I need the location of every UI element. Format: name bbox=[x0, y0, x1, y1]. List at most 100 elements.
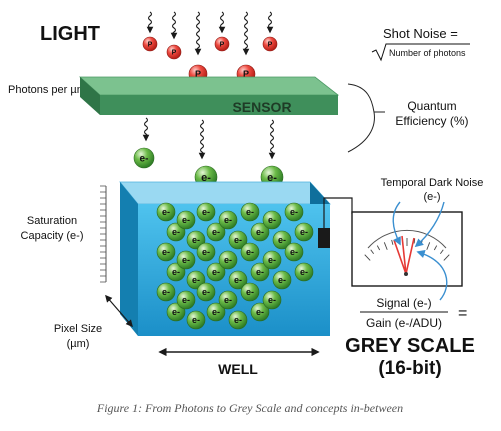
saturation-capacity-line1: Saturation bbox=[27, 215, 77, 227]
stored-electron-7-circle bbox=[176, 210, 196, 230]
meter-ticks bbox=[364, 238, 450, 261]
stored-electron-30-label: e- bbox=[256, 307, 264, 317]
shot-noise-lhs: Shot Noise = bbox=[383, 26, 458, 41]
fraction-denominator: Gain (e-/ADU) bbox=[366, 316, 442, 330]
pixel-size-arrow bbox=[105, 294, 133, 328]
stored-electron-12-label: e- bbox=[192, 315, 200, 325]
stored-electron-20: e- bbox=[228, 230, 248, 250]
stored-electron-29: e- bbox=[240, 282, 260, 302]
dark-noise-arrow-1 bbox=[392, 201, 401, 246]
stored-electron-30: e- bbox=[250, 302, 270, 322]
meter-tick bbox=[443, 254, 450, 261]
stored-electron-11: e- bbox=[176, 290, 196, 310]
stored-electron-9: e- bbox=[176, 250, 196, 270]
stored-electron-14-label: e- bbox=[212, 227, 220, 237]
pixel-size-line2: (µm) bbox=[67, 338, 90, 350]
stored-electron-21-label: e- bbox=[224, 255, 232, 265]
quantum-efficiency-line1: Quantum bbox=[407, 99, 456, 113]
meter-needle-1 bbox=[393, 239, 407, 275]
photon-4-label: P bbox=[268, 41, 273, 48]
emitted-electron-1-label: e- bbox=[140, 154, 149, 165]
stored-electron-10: e- bbox=[186, 270, 206, 290]
stored-electron-6: e- bbox=[166, 302, 186, 322]
emitted-electron-2-label: e- bbox=[201, 172, 211, 184]
stored-electron-28: e- bbox=[250, 262, 270, 282]
stored-electron-34-circle bbox=[272, 270, 292, 290]
sensor-top-face bbox=[78, 76, 340, 96]
stored-electron-24: e- bbox=[228, 310, 248, 330]
meter-tick bbox=[364, 254, 371, 261]
stored-electron-36-circle bbox=[284, 202, 304, 222]
shot-noise-radicand: Number of photons bbox=[389, 48, 466, 58]
stored-electron-29-circle bbox=[240, 282, 260, 302]
sensor-label: SENSOR bbox=[232, 99, 291, 115]
stored-electron-19-circle bbox=[218, 210, 238, 230]
stored-electron-11-label: e- bbox=[182, 295, 190, 305]
stored-electron-18-label: e- bbox=[212, 307, 220, 317]
stored-electron-7: e- bbox=[176, 210, 196, 230]
stored-electron-39-label: e- bbox=[300, 267, 308, 277]
meter-tick bbox=[370, 249, 375, 255]
stored-electron-24-label: e- bbox=[234, 315, 242, 325]
stored-electron-9-label: e- bbox=[182, 255, 190, 265]
quantum-efficiency-line2: Efficiency (%) bbox=[395, 114, 468, 128]
meter-scale-arc bbox=[367, 229, 447, 249]
stored-electron-13-circle bbox=[196, 202, 216, 222]
stored-electron-16-circle bbox=[206, 262, 226, 282]
stored-electron-4: e- bbox=[166, 262, 186, 282]
dark-noise-arrow-3 bbox=[416, 250, 448, 301]
photon-path-2 bbox=[170, 11, 178, 40]
stored-electron-16-label: e- bbox=[212, 267, 220, 277]
photon-path-3 bbox=[194, 11, 202, 56]
stored-electron-27: e- bbox=[240, 242, 260, 262]
photon-1: P bbox=[142, 36, 158, 52]
photon-path-1 bbox=[146, 11, 154, 34]
stored-electron-22-circle bbox=[228, 270, 248, 290]
stored-electron-38: e- bbox=[284, 242, 304, 262]
photon-3: P bbox=[214, 36, 230, 52]
temporal-dark-noise-line2: (e-) bbox=[423, 191, 440, 203]
stored-electron-18: e- bbox=[206, 302, 226, 322]
stored-electron-3-label: e- bbox=[162, 247, 170, 257]
photon-path-6 bbox=[266, 11, 274, 34]
shot-noise-formula: Shot Noise = Number of photons bbox=[371, 26, 470, 62]
meter-needle-2 bbox=[401, 235, 407, 275]
stored-electron-32-circle bbox=[272, 230, 292, 250]
photon-path-5 bbox=[242, 11, 250, 56]
stored-electron-3-circle bbox=[156, 242, 176, 262]
meter-needle-3 bbox=[405, 237, 415, 275]
stored-electron-24-circle bbox=[228, 310, 248, 330]
stored-electron-1-circle bbox=[156, 202, 176, 222]
stored-electron-1: e- bbox=[156, 202, 176, 222]
electron-path-1 bbox=[142, 117, 150, 142]
stored-electron-33: e- bbox=[262, 250, 282, 270]
stored-electron-14-circle bbox=[206, 222, 226, 242]
photon-2-circle bbox=[166, 44, 182, 60]
stored-electron-32: e- bbox=[272, 230, 292, 250]
stored-electron-28-circle bbox=[250, 262, 270, 282]
stored-electron-32-label: e- bbox=[278, 235, 286, 245]
stored-electron-26-label: e- bbox=[256, 227, 264, 237]
meter-tick bbox=[413, 238, 416, 244]
sensor-slab: SENSOR bbox=[78, 76, 340, 115]
emitted-electron-3-label: e- bbox=[267, 172, 277, 184]
stored-electron-3: e- bbox=[156, 242, 176, 262]
stored-electron-2: e- bbox=[166, 222, 186, 242]
emitted-electron-1: e- bbox=[133, 147, 155, 169]
stored-electron-20-label: e- bbox=[234, 235, 242, 245]
fraction-numerator: Signal (e-) bbox=[376, 296, 431, 310]
stored-electron-38-label: e- bbox=[290, 247, 298, 257]
stored-electron-26-circle bbox=[250, 222, 270, 242]
stored-electron-29-label: e- bbox=[246, 287, 254, 297]
stored-electron-39-circle bbox=[294, 262, 314, 282]
stored-electron-17-label: e- bbox=[202, 287, 210, 297]
stored-electron-8-circle bbox=[186, 230, 206, 250]
stored-electron-4-circle bbox=[166, 262, 186, 282]
stored-electron-13: e- bbox=[196, 202, 216, 222]
electron-path-2 bbox=[198, 119, 206, 160]
stored-electron-1-label: e- bbox=[162, 207, 170, 217]
fraction-equals: = bbox=[458, 305, 467, 322]
readout-wire bbox=[323, 197, 353, 228]
saturation-ruler bbox=[100, 185, 107, 283]
